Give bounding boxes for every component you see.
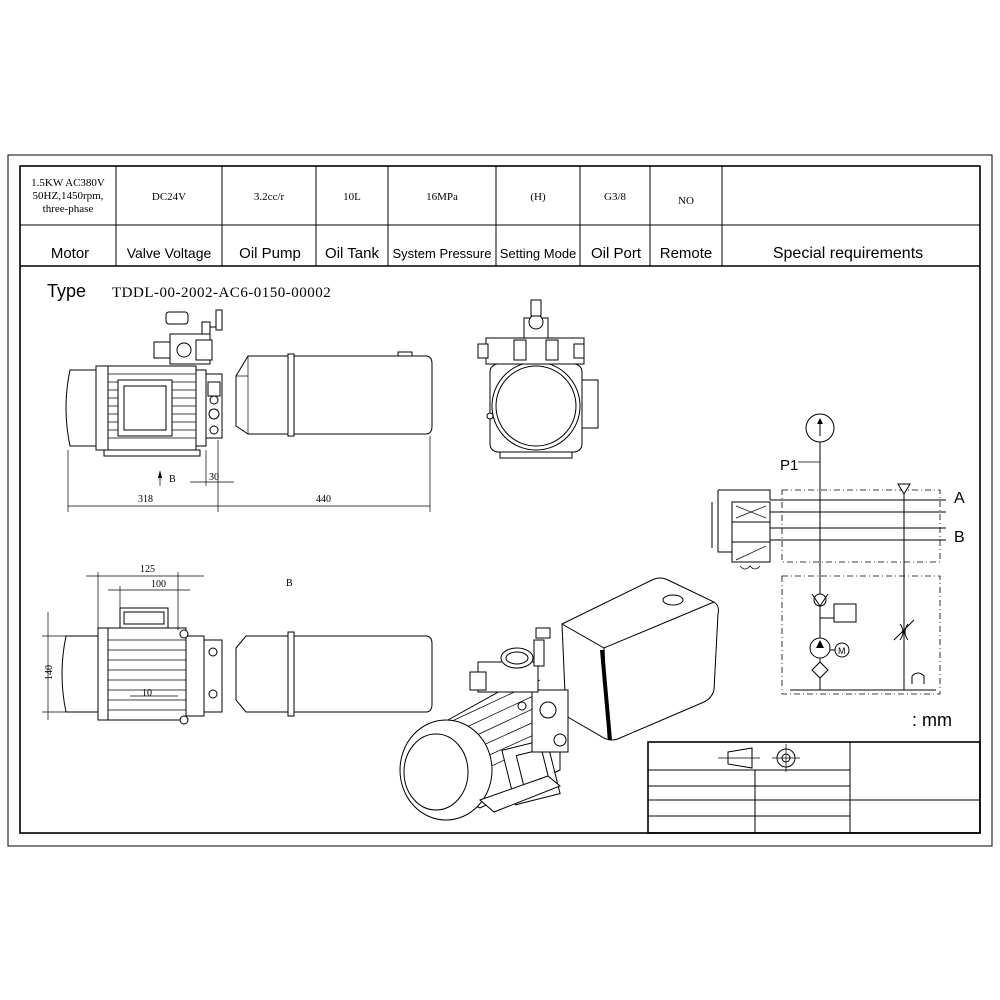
unit-label: : mm — [912, 710, 952, 730]
system-pressure-value: 16MPa — [426, 191, 458, 203]
top-view: 125 100 140 10 B — [42, 564, 433, 725]
header-setting-mode: Setting Mode — [500, 246, 577, 261]
dim-30: 30 — [209, 472, 219, 483]
header-oil-tank: Oil Tank — [325, 245, 379, 262]
sheet-outer-border — [7, 154, 993, 847]
setting-mode-value: (H) — [530, 191, 546, 203]
dim-125: 125 — [140, 564, 155, 575]
view-b-label: B — [286, 578, 293, 589]
p1-label: P1 — [780, 457, 798, 474]
spec-table: 1.5KW AC380V 50HZ,1450rpm, three-phase D… — [20, 166, 980, 267]
hydraulic-schematic: P1 A B M — [711, 413, 965, 730]
type-label: Type — [47, 281, 86, 301]
header-oil-port: Oil Port — [591, 245, 642, 262]
dim-318: 318 — [138, 494, 153, 505]
motor-spec-line-2: 50HZ,1450rpm, — [33, 190, 104, 202]
remote-value: NO — [678, 195, 694, 207]
dim-440: 440 — [316, 494, 331, 505]
side-view — [477, 299, 599, 459]
header-motor: Motor — [51, 245, 89, 262]
title-block — [647, 741, 981, 834]
front-view: 318 440 30 B — [65, 309, 433, 512]
sheet-inner-border — [19, 165, 981, 834]
header-oil-pump: Oil Pump — [239, 245, 301, 262]
oil-tank-value: 10L — [343, 191, 361, 203]
header-valve-voltage: Valve Voltage — [127, 245, 212, 261]
valve-voltage-value: DC24V — [152, 191, 186, 203]
header-special-requirements: Special requirements — [773, 245, 923, 262]
projection-symbol-icon — [718, 744, 800, 772]
motor-symbol-label: M — [838, 646, 846, 656]
isometric-view — [399, 577, 719, 821]
port-b-label: B — [954, 529, 965, 546]
dim-100: 100 — [151, 579, 166, 590]
motor-spec-line-1: 1.5KW AC380V — [31, 177, 105, 189]
view-b-marker: B — [169, 474, 176, 485]
oil-port-value: G3/8 — [604, 191, 627, 203]
motor-spec-line-3: three-phase — [43, 203, 94, 215]
header-system-pressure: System Pressure — [393, 246, 492, 261]
oil-pump-value: 3.2cc/r — [254, 191, 285, 203]
header-remote: Remote — [660, 245, 713, 262]
type-code: TDDL-00-2002-AC6-0150-00002 — [112, 285, 331, 301]
dim-10: 10 — [142, 688, 152, 699]
dim-140: 140 — [44, 665, 55, 680]
port-a-label: A — [954, 490, 965, 507]
